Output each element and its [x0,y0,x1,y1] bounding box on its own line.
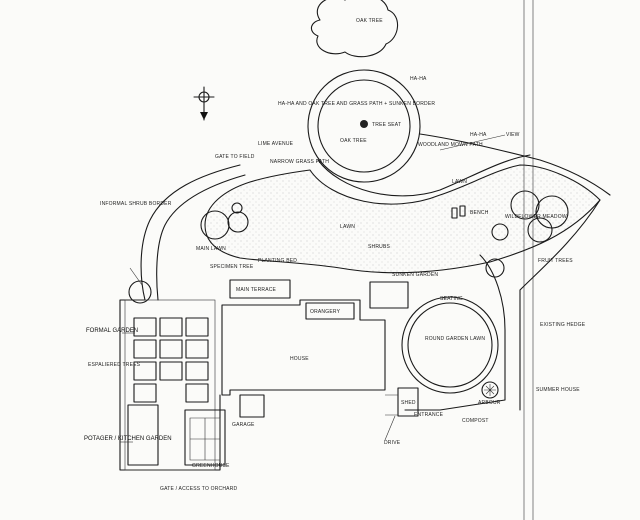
label-main-lawn: MAIN LAWN [196,246,226,252]
house-footprint [221,299,386,396]
greenhouse-block [184,409,226,466]
label-woodland-mown-path: WOODLAND MOWN PATH [418,142,483,148]
label-arbour: ARBOUR [478,400,501,406]
label-fruit-trees: FRUIT TREES [538,258,573,264]
label-potager: POTAGER / KITCHEN GARDEN [84,436,172,442]
formal-garden-beds [133,317,209,403]
label-lime-avenue: LIME AVENUE [258,141,294,147]
outer-right-hedge [519,199,601,411]
label-house: HOUSE [290,356,309,362]
label-summer-house: SUMMER HOUSE [536,387,580,393]
label-view: VIEW [506,132,520,138]
oak-tree-top [310,0,399,58]
arbour-spokes [484,384,496,396]
label-shed: SHED [401,400,416,406]
formal-garden-frame [124,299,216,471]
bench-icon [451,207,458,219]
label-narrow-grass-path: NARROW GRASS PATH [270,159,329,165]
ha-ha-circle-outer [307,69,421,183]
label-shrubs: SHRUBS [368,244,391,250]
garage-block [239,394,265,418]
ha-ha-circle-inner [317,79,411,173]
label-compost: COMPOST [462,418,489,424]
label-garage: GARAGE [232,422,255,428]
bench-icon [459,205,466,217]
view-arrow [439,134,506,151]
label-formal-garden: FORMAL GARDEN [86,328,138,334]
drive-lines [385,394,398,416]
label-seating: SEATING [440,296,463,302]
label-main-terrace: MAIN TERRACE [236,287,277,293]
label-ha-ha-oak-note: HA-HA AND OAK TREE AND GRASS PATH + SUNK… [278,101,435,107]
label-ha-ha-right: HA-HA [470,132,487,138]
label-gate-access: GATE / ACCESS TO ORCHARD [160,486,238,492]
left-boundary-path [140,164,241,301]
label-gate-note: GATE TO FIELD [215,154,255,160]
right-trees-group [485,190,569,278]
sunken-garden-block [369,281,409,309]
label-oak-tree-center: OAK TREE [340,138,367,144]
label-wildflower-meadow: WILDFLOWER MEADOW [505,214,567,220]
label-greenhouse: GREENHOUSE [192,463,230,469]
round-garden-outer [401,296,499,394]
label-specimen-tree: SPECIMEN TREE [210,264,254,270]
main-terrace [229,279,291,299]
label-round-garden-lawn: ROUND GARDEN LAWN [425,336,485,342]
potager-bed [127,404,159,466]
oak-tree-trunk-icon [360,120,368,128]
ha-ha-right-line [419,133,611,196]
orangery-block [305,302,355,320]
greenhouse-grid [189,417,221,461]
label-planting-bed: PLANTING BED [258,258,297,264]
leader-line-tree [129,267,143,286]
label-tree-seat: TREE SEAT [372,122,401,128]
round-garden-lawn [407,302,493,388]
label-informal-border: INFORMAL SHRUB BORDER [100,201,172,207]
label-sunken-garden: SUNKEN GARDEN [392,272,438,278]
right-hedge-line [404,254,506,411]
label-ha-ha-top: HA-HA [410,76,427,82]
arbour-icon [481,381,499,399]
label-bench: BENCH [470,210,489,216]
label-existing-hedge: EXISTING HEDGE [540,322,586,328]
left-boundary-path-inner [156,174,246,301]
upper-lawn-outline [204,164,601,274]
label-orangery: ORANGERY [310,309,341,315]
inner-lawn-curve [317,154,531,197]
leader-line-drive [384,415,396,441]
label-lawn-upper: LAWN [452,179,467,185]
label-drive: DRIVE [384,440,401,446]
shed-block [397,387,419,417]
north-arrow-icon [193,86,215,121]
formal-garden-tree-icon [128,280,152,304]
main-lawn-trees-group [200,202,249,240]
label-entrance: ENTRANCE [414,412,444,418]
label-espaliered-trees: ESPALIERED TREES [88,362,141,368]
label-lawn-mid: LAWN [340,224,355,230]
label-oak-tree-top: OAK TREE [356,18,383,24]
